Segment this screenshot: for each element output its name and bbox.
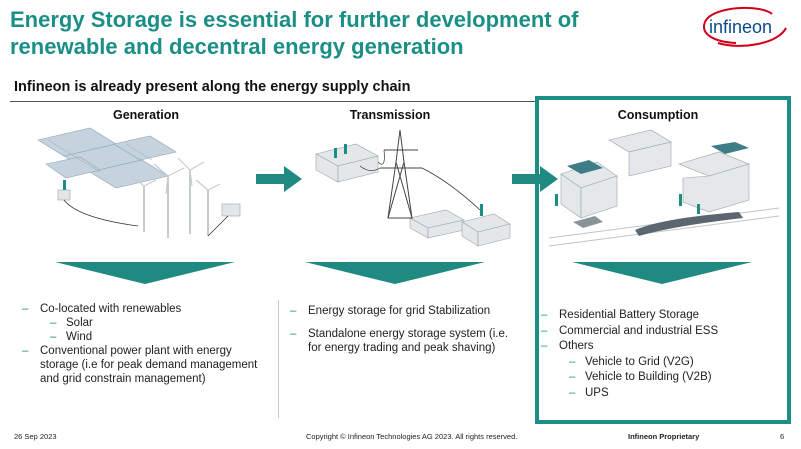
down-chevron-icon bbox=[305, 262, 485, 284]
generation-bullet-list: –Co-located with renewables –Solar –Wind… bbox=[18, 302, 268, 386]
list-item: –Solar bbox=[50, 317, 93, 329]
list-item: –Wind bbox=[50, 331, 93, 343]
list-item: –Co-located with renewables bbox=[22, 303, 182, 315]
footer-copyright: Copyright © Infineon Technologies AG 202… bbox=[306, 432, 518, 441]
list-item: –Vehicle to Building (V2B) bbox=[569, 371, 712, 383]
slide-title: Energy Storage is essential for further … bbox=[10, 7, 579, 59]
list-item: –Commercial and industrial ESS bbox=[541, 324, 719, 337]
column-heading-consumption: Consumption bbox=[617, 108, 699, 122]
column-heading-transmission: Transmission bbox=[349, 108, 431, 122]
list-item: –Standalone energy storage system (i.e. … bbox=[290, 328, 509, 354]
list-item: –Vehicle to Grid (V2G) bbox=[569, 355, 694, 368]
grid-transmission-illustration bbox=[315, 129, 511, 247]
transmission-bullet-list: –Energy storage for grid Stabilization –… bbox=[286, 304, 514, 355]
infineon-logo: infineon bbox=[703, 6, 787, 47]
section-subtitle: Infineon is already present along the en… bbox=[14, 79, 411, 95]
footer-classification: Infineon Proprietary bbox=[628, 432, 700, 441]
list-item: –Energy storage for grid Stabilization bbox=[290, 305, 491, 317]
down-chevron-icon bbox=[572, 262, 752, 284]
svg-text:infineon: infineon bbox=[709, 17, 772, 37]
solar-wind-illustration bbox=[37, 127, 241, 238]
consumption-bullet-list: –Residential Battery Storage –Commercial… bbox=[537, 308, 783, 401]
down-chevron-icon bbox=[55, 262, 235, 284]
footer-page-number: 6 bbox=[780, 432, 785, 441]
column-heading-generation: Generation bbox=[113, 108, 179, 122]
list-item: –Residential Battery Storage bbox=[541, 309, 699, 321]
list-item: –Conventional power plant with energy st… bbox=[22, 345, 258, 385]
list-item: –UPS bbox=[569, 386, 609, 399]
column-separator bbox=[278, 300, 279, 418]
footer-date: 26 Sep 2023 bbox=[14, 432, 57, 441]
flow-arrow-icon bbox=[256, 166, 302, 192]
consumption-highlight-frame bbox=[535, 96, 791, 424]
flow-arrow-icon bbox=[512, 166, 558, 192]
list-item: –Others bbox=[541, 340, 594, 352]
home-industry-ev-illustration bbox=[548, 129, 780, 247]
header-divider bbox=[10, 101, 536, 102]
